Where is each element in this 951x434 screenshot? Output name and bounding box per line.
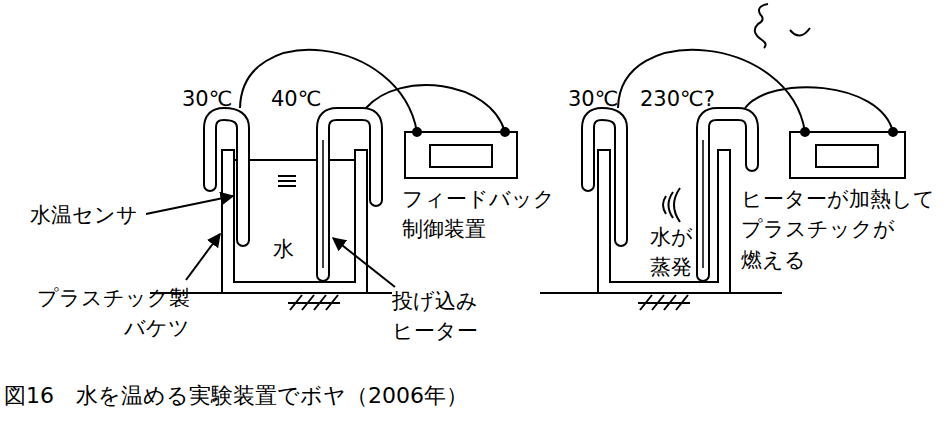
figure-caption: 図16 水を温める実験装置でボヤ（2006年） xyxy=(4,380,468,412)
part-label: ヒーターが加熱して プラスチックが 燃える xyxy=(741,184,945,275)
part-label: 30℃ xyxy=(568,84,618,114)
part-label: 投げ込み ヒーター xyxy=(392,286,492,347)
part-label: 230℃? xyxy=(640,84,715,114)
part-label: 水が 蒸発 xyxy=(650,222,700,283)
part-label: プラスチック製 バケツ xyxy=(22,283,190,344)
part-label: 水温センサ xyxy=(30,200,138,230)
part-label: 30℃ xyxy=(182,84,232,114)
part-label: 水 xyxy=(273,234,294,264)
part-label: フィードバック 制御装置 xyxy=(402,184,572,245)
part-label: 40℃ xyxy=(271,84,321,114)
